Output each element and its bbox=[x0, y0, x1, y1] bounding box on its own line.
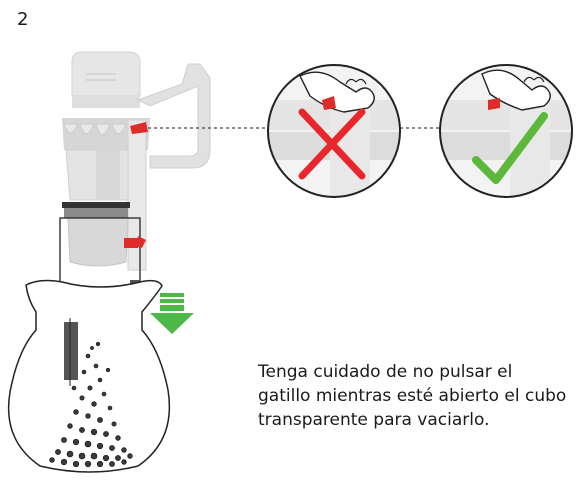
callout-correct bbox=[439, 64, 573, 198]
instruction-caption: Tenga cuidado de no pulsar el gatillo mi… bbox=[258, 360, 573, 432]
red-cross-icon bbox=[298, 108, 366, 180]
callout-incorrect bbox=[267, 64, 401, 198]
caption-line: transparente para vaciarlo. bbox=[258, 410, 490, 430]
step-number: 2 bbox=[17, 9, 29, 30]
down-arrow-icon bbox=[150, 293, 194, 334]
green-check-icon bbox=[472, 112, 548, 184]
caption-line: gatillo mientras esté abierto el cubo bbox=[258, 386, 567, 406]
bag-with-debris bbox=[7, 279, 171, 473]
caption-line: Tenga cuidado de no pulsar el bbox=[258, 362, 513, 382]
vacuum-body bbox=[59, 51, 211, 325]
